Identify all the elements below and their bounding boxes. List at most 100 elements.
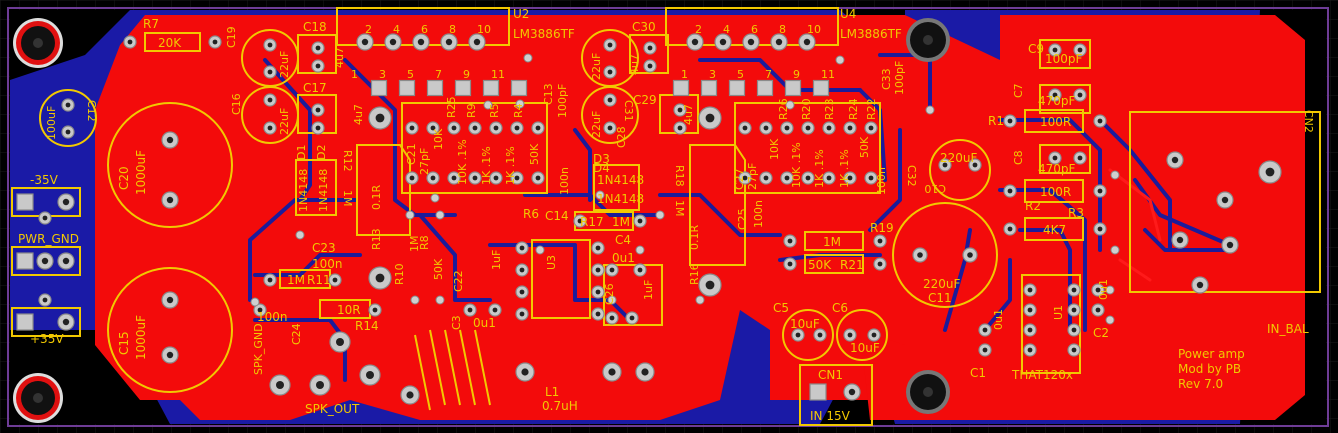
u1-pad-drill <box>1027 287 1033 293</box>
u1-pad-drill <box>1027 347 1033 353</box>
label-c23: C23 <box>312 241 336 255</box>
out-pad-drill <box>375 273 385 283</box>
label-c16: C16 <box>230 93 243 115</box>
label-c20: C20 <box>117 166 131 190</box>
value-r11: 1M <box>287 273 305 287</box>
value-c8: 470pF <box>1038 162 1076 176</box>
u2-pin-4: 4 <box>393 23 400 36</box>
u2-pin-8: 8 <box>449 23 456 36</box>
value-c12: 100uF <box>45 106 58 140</box>
value-c3: 0u1 <box>473 316 496 330</box>
value-r24: 1K .1% <box>838 149 851 188</box>
label-c8: C8 <box>1012 150 1025 165</box>
c18-pad-drill <box>315 45 321 51</box>
value-r18: 1M <box>673 200 686 217</box>
value-c22: 1uF <box>490 250 503 270</box>
label-c12: C12 <box>85 100 98 122</box>
via <box>655 210 665 220</box>
silkscreen-labels: R7 20K C19 22uF C18 4u7 C17 4u7 C16 22uF… <box>18 7 1315 423</box>
u3-pad-drill <box>595 311 601 317</box>
u3-pad-drill <box>595 267 601 273</box>
via <box>835 55 845 65</box>
label-c30: C30 <box>632 20 656 34</box>
label-c22: C22 <box>452 270 465 292</box>
u2-pin-3: 3 <box>379 68 386 81</box>
label-r21: R21 <box>840 258 864 272</box>
bank1-pad-drill <box>472 175 478 181</box>
u4-pad <box>756 79 774 97</box>
via <box>1105 285 1115 295</box>
note-line3: Rev 7.0 <box>1178 377 1223 391</box>
value-c14: 100n <box>558 167 571 195</box>
via <box>1110 245 1120 255</box>
label-c24: C24 <box>290 323 303 345</box>
label-in-bal: IN_BAL <box>1267 322 1309 336</box>
label-u2: U2 <box>513 7 529 21</box>
note-line2: Mod by PB <box>1178 362 1241 376</box>
r7-pad-drill <box>212 39 218 45</box>
u4-pad-drill <box>747 38 755 46</box>
c10-pad-drill <box>942 162 948 168</box>
bank1-pad-drill <box>535 175 541 181</box>
value-d1: 1N4148 <box>297 169 310 212</box>
r21-pad-drill <box>787 261 793 267</box>
part-u4: LM3886TF <box>840 27 902 41</box>
pads <box>16 33 1282 405</box>
r2-pad-drill <box>1097 188 1103 194</box>
via <box>1105 315 1115 325</box>
cn2-pad-drill <box>1176 236 1184 244</box>
label-c1: C1 <box>970 366 986 380</box>
c30-pad-drill <box>647 45 653 51</box>
u2-pin-1: 1 <box>351 68 358 81</box>
bank1-pad-drill <box>472 125 478 131</box>
value-c28: 22uF <box>590 111 603 138</box>
bank2-pad-drill <box>805 125 811 131</box>
top-traces <box>1108 168 1162 282</box>
u2-pad-drill <box>417 38 425 46</box>
u4-pad <box>784 79 802 97</box>
label-c31: C31 <box>622 100 635 122</box>
l1-pad-drill <box>608 368 616 376</box>
value-c26: 1uF <box>642 280 655 300</box>
c2-pad-drill <box>1095 287 1101 293</box>
label-d4: D4 <box>593 161 610 175</box>
label-c9: C9 <box>1028 42 1044 56</box>
out-pad-drill <box>705 280 715 290</box>
label-c10: C10 <box>924 182 946 195</box>
c31-pad-drill <box>607 42 613 48</box>
pad-drill <box>42 215 48 221</box>
c28-pad-drill <box>607 125 613 131</box>
u4-pad-drill <box>691 38 699 46</box>
value-r8: 50K <box>432 258 445 280</box>
u4-pin-8: 8 <box>779 23 786 36</box>
via <box>483 100 493 110</box>
value-r5: 1K .1% <box>480 146 493 185</box>
r3-pad-drill <box>1007 226 1013 232</box>
value-c11: 220uF <box>923 277 961 291</box>
u4-pin-3: 3 <box>709 68 716 81</box>
value-c24: 100n <box>257 310 288 324</box>
value-r2: 100R <box>1040 185 1071 199</box>
label-d1: D1 <box>295 145 308 160</box>
c6-pad-drill <box>871 332 877 338</box>
label-cn2: CN2 <box>1302 110 1315 133</box>
cn2-pad-drill <box>1171 156 1179 164</box>
bank2-pad-drill <box>805 175 811 181</box>
label-cn1: CN1 <box>818 368 843 382</box>
mounting-holes <box>13 18 950 423</box>
value-c17: 4u7 <box>352 104 365 125</box>
neg-pad <box>16 193 34 211</box>
label-c15: C15 <box>117 331 131 355</box>
bank2-pad-drill <box>784 125 790 131</box>
u2-pad-drill <box>389 38 397 46</box>
label-r5: R5 <box>488 103 501 118</box>
value-c9: 100pF <box>1045 52 1083 66</box>
cn2-pad-drill <box>1226 241 1234 249</box>
value-r21: 50K <box>808 258 832 272</box>
u1-pad-drill <box>1027 327 1033 333</box>
label-r7: R7 <box>143 17 159 31</box>
c4-pad-drill <box>637 267 643 273</box>
u4-pin-7: 7 <box>765 68 772 81</box>
u1-pad-drill <box>1071 327 1077 333</box>
value-d2: 1N4148 <box>317 169 330 212</box>
